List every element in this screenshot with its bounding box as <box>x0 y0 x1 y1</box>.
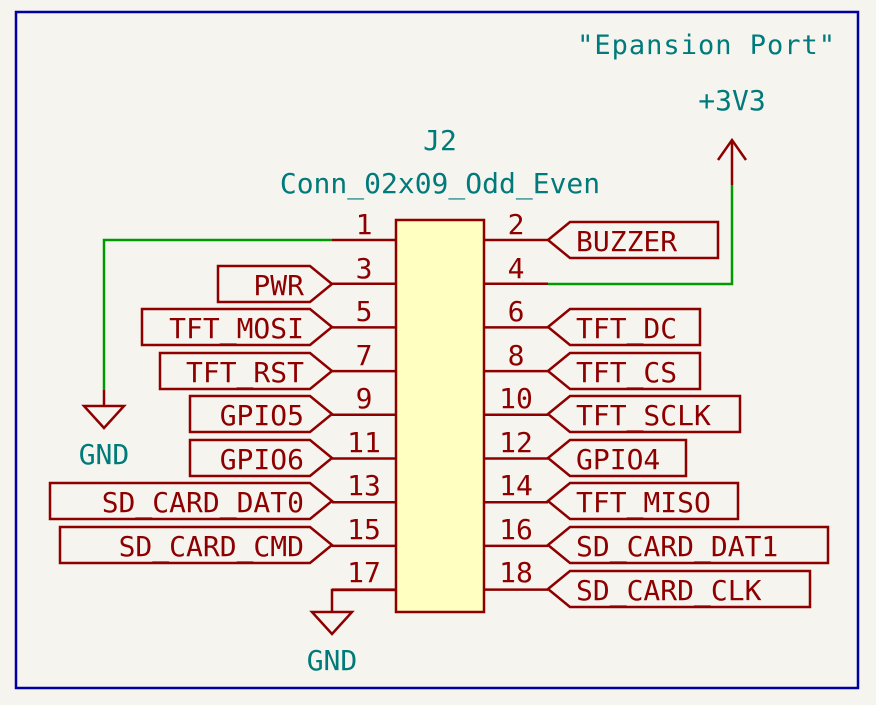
pin-number: 13 <box>347 469 381 502</box>
net-label-tft-cs[interactable]: TFT_CS <box>546 351 702 391</box>
gnd-left-symbol[interactable]: GND <box>79 390 130 471</box>
pin-number: 5 <box>356 295 373 328</box>
pin-number: 17 <box>347 556 381 589</box>
connector-value: Conn_02x09_Odd_Even <box>280 167 600 201</box>
net-label-text: SD_CARD_DAT1 <box>576 530 778 564</box>
pin-number: 9 <box>356 382 373 415</box>
pin-number: 15 <box>347 513 381 546</box>
net-label-gpio5[interactable]: GPIO5 <box>188 394 334 434</box>
pin-number: 7 <box>356 339 373 372</box>
net-label-tft-rst[interactable]: TFT_RST <box>158 351 334 391</box>
left-net-labels: PWR TFT_MOSI TFT_RST GPIO5 GPIO6 SD_CARD… <box>48 264 334 565</box>
wire-pin4-3v3 <box>548 185 734 286</box>
expansion-port-note: "Epansion Port" <box>577 30 836 61</box>
pin-number: 4 <box>508 252 525 285</box>
pin-number: 14 <box>499 469 533 502</box>
connector-body[interactable] <box>394 218 486 614</box>
net-label-buzzer[interactable]: BUZZER <box>546 220 720 260</box>
wire-pin1-gnd <box>102 238 332 390</box>
net-label-text: PWR <box>253 269 304 302</box>
pin-numbers: 1 2 3 4 5 6 7 8 9 10 11 12 13 14 15 16 1… <box>347 208 533 589</box>
pin-number: 1 <box>356 208 373 241</box>
power-3v3-symbol[interactable]: +3V3 <box>698 84 766 185</box>
net-label-text: TFT_RST <box>186 356 304 390</box>
net-label-text: SD_CARD_CLK <box>576 574 762 608</box>
net-label-tft-dc[interactable]: TFT_DC <box>546 307 702 347</box>
pin-number: 12 <box>499 426 533 459</box>
pin-number: 18 <box>499 556 533 589</box>
net-label-text: TFT_MISO <box>576 486 711 520</box>
gnd-bottom-symbol[interactable]: GND <box>307 588 396 677</box>
net-label-sd-card-cmd[interactable]: SD_CARD_CMD <box>58 525 334 565</box>
net-label-text: TFT_SCLK <box>576 399 711 433</box>
net-label-text: TFT_MOSI <box>169 312 304 346</box>
pin-number: 6 <box>508 295 525 328</box>
net-label-text: GPIO5 <box>220 399 304 432</box>
connector-ref: J2 <box>423 124 457 157</box>
power-3v3-label: +3V3 <box>698 84 765 117</box>
net-label-text: TFT_DC <box>576 312 677 346</box>
pin-number: 2 <box>508 208 525 241</box>
pin-number: 10 <box>499 382 533 415</box>
pin-number: 16 <box>499 513 533 546</box>
pin-number: 3 <box>356 252 373 285</box>
sheet-border <box>14 10 860 690</box>
net-label-tft-mosi[interactable]: TFT_MOSI <box>140 307 334 347</box>
net-label-gpio6[interactable]: GPIO6 <box>188 438 334 478</box>
net-label-tft-miso[interactable]: TFT_MISO <box>546 481 740 521</box>
net-label-text: BUZZER <box>576 225 677 258</box>
wires <box>102 185 734 390</box>
net-label-pwr[interactable]: PWR <box>216 264 334 304</box>
net-label-text: SD_CARD_CMD <box>119 530 304 564</box>
net-label-text: SD_CARD_DAT0 <box>102 486 304 520</box>
net-label-text: TFT_CS <box>576 356 677 390</box>
gnd-bottom-label: GND <box>307 644 358 677</box>
net-label-tft-sclk[interactable]: TFT_SCLK <box>546 394 742 434</box>
net-label-text: GPIO4 <box>576 443 660 476</box>
gnd-left-label: GND <box>79 438 130 471</box>
pin-number: 8 <box>508 339 525 372</box>
net-label-gpio4[interactable]: GPIO4 <box>546 438 688 478</box>
right-net-labels: BUZZER TFT_DC TFT_CS TFT_SCLK GPIO4 TFT_… <box>546 220 830 609</box>
net-label-sd-card-clk[interactable]: SD_CARD_CLK <box>546 569 812 609</box>
net-label-sd-card-dat0[interactable]: SD_CARD_DAT0 <box>48 481 334 521</box>
net-label-sd-card-dat1[interactable]: SD_CARD_DAT1 <box>546 525 830 565</box>
net-label-text: GPIO6 <box>220 443 304 476</box>
pin-number: 11 <box>347 426 381 459</box>
